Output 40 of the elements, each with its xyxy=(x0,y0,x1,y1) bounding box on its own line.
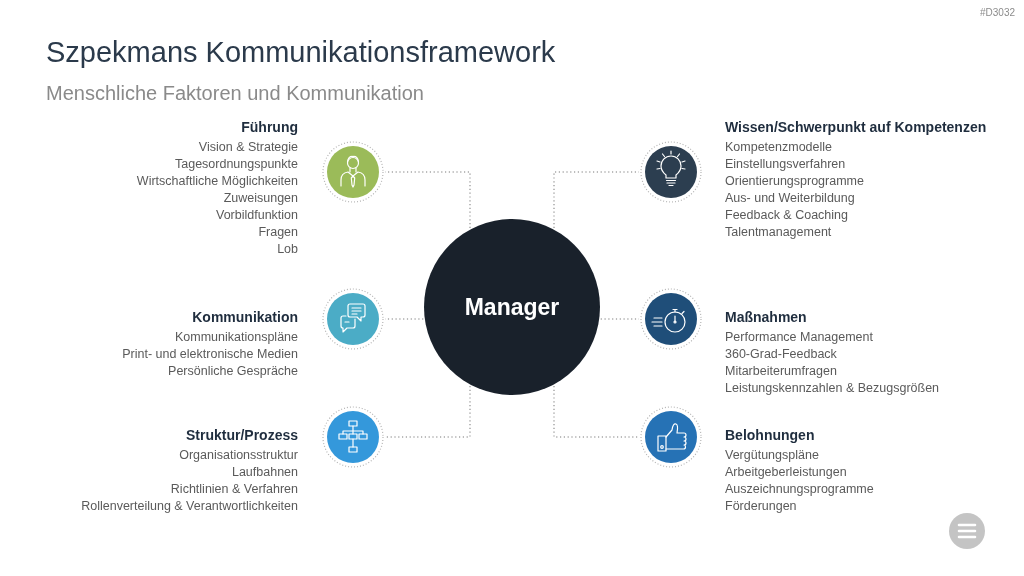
list-item: 360-Grad-Feedback xyxy=(725,346,838,363)
category-heading: Belohnungen xyxy=(725,426,816,444)
title: Szpekmans Kommunikationsframework xyxy=(46,35,556,70)
list-item: Kommunikationspläne xyxy=(174,329,298,346)
category-heading: Maßnahmen xyxy=(725,308,808,326)
list-item: Laufbahnen xyxy=(230,464,298,481)
list-item: Print- und elektronische Medien xyxy=(122,346,298,363)
list-item: Tagesordnungspunkte xyxy=(174,156,298,173)
list-item: Kompetenzmodelle xyxy=(725,139,833,156)
list-item: Fragen xyxy=(257,224,298,241)
subtitle: Menschliche Faktoren und Kommunikation xyxy=(46,81,424,106)
list-item: Richtlinien & Verfahren xyxy=(169,481,298,498)
list-item: Arbeitgeberleistungen xyxy=(725,464,848,481)
category-heading: Wissen/Schwerpunkt auf Kompetenzen xyxy=(725,118,987,136)
list-item: Talentmanagement xyxy=(725,224,833,241)
list-item: Rollenverteilung & Verantwortlichkeiten xyxy=(81,498,298,515)
list-item: Orientierungsprogramme xyxy=(725,173,865,190)
list-item: Wirtschaftliche Möglichkeiten xyxy=(136,173,298,190)
category-heading: Führung xyxy=(240,118,298,136)
list-item: Vision & Strategie xyxy=(197,139,298,156)
list-item: Organisationsstruktur xyxy=(178,447,298,464)
list-item: Einstellungsverfahren xyxy=(725,156,847,173)
connector-line xyxy=(553,385,640,438)
list-item: Vergütungspläne xyxy=(725,447,820,464)
list-item: Zuweisungen xyxy=(222,190,298,207)
list-item: Leistungskennzahlen & Bezugsgrößen xyxy=(725,380,940,397)
list-item: Vorbildfunktion xyxy=(215,207,298,224)
list-item: Förderungen xyxy=(725,498,798,515)
list-item: Auszeichnungsprogramme xyxy=(725,481,874,498)
list-item: Aus- und Weiterbildung xyxy=(725,190,856,207)
list-item: Mitarbeiterumfragen xyxy=(725,363,838,380)
list-item: Performance Management xyxy=(725,329,874,346)
category-heading: Struktur/Prozess xyxy=(184,426,298,444)
list-item: Persönliche Gespräche xyxy=(167,363,298,380)
hub-label: Manager xyxy=(464,293,560,321)
list-item: Lob xyxy=(276,241,298,258)
connector-line xyxy=(384,385,471,438)
category-heading: Kommunikation xyxy=(191,308,298,326)
slide-id: #D3032 xyxy=(979,7,1015,18)
list-item: Feedback & Coaching xyxy=(725,207,849,224)
